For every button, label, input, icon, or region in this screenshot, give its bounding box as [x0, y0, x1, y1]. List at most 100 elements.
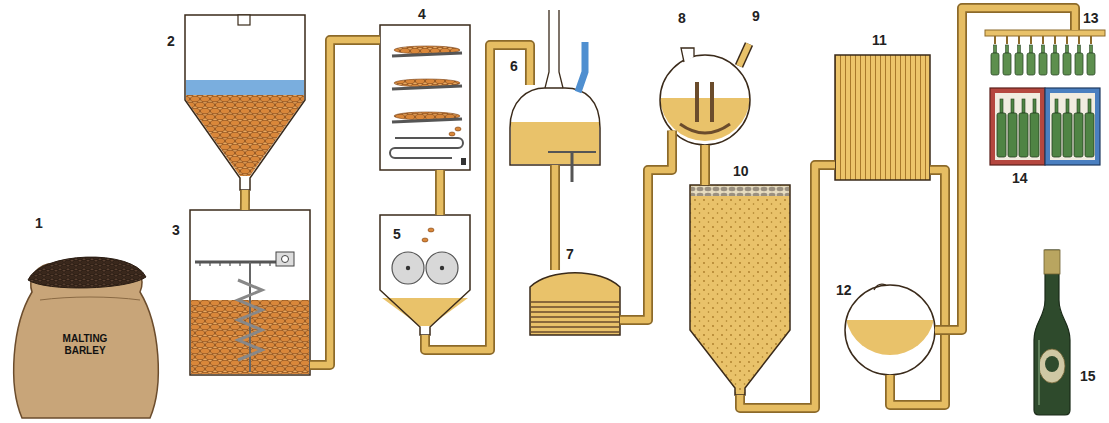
sack-label: MALTING BARLEY — [45, 333, 125, 357]
mill-drawing — [380, 215, 470, 335]
fermentation-tank-drawing — [690, 185, 790, 395]
mash-tun-drawing — [510, 88, 600, 165]
wort-kettle-drawing — [660, 44, 750, 145]
mill-drawing — [422, 238, 428, 242]
mash-tun-drawing — [571, 152, 574, 182]
beer-bottle: 15 — [1030, 250, 1075, 415]
callout-number: 5 — [393, 226, 401, 242]
malt-sack-drawing — [14, 257, 159, 418]
pipe-wall — [700, 145, 710, 185]
callout-number: 8 — [678, 10, 686, 26]
filter: 11 — [835, 55, 930, 180]
malt-sack-drawing — [28, 257, 146, 288]
pipe — [740, 165, 835, 408]
callout-number: 13 — [1083, 10, 1099, 26]
pipe-wall — [890, 170, 945, 405]
mill-drawing — [426, 252, 458, 284]
beer-crate-drawing — [1008, 99, 1017, 157]
beer-crate-drawing — [995, 93, 1040, 160]
bottling-line-drawing — [991, 45, 999, 75]
bottling-line-drawing — [1063, 45, 1071, 75]
bottling-line-drawing — [985, 30, 1105, 75]
callout-number: 12 — [836, 282, 852, 298]
fermentation-tank-drawing — [690, 185, 790, 395]
storage-tank-drawing — [845, 285, 935, 375]
kiln-drawing — [392, 53, 462, 56]
wort-kettle-drawing — [681, 48, 694, 62]
mash-tun: 6 — [510, 85, 600, 165]
pipe-liquid — [935, 8, 1075, 330]
steeping-hopper-drawing — [185, 15, 305, 190]
pipe-liquid — [620, 131, 672, 320]
beer-crate-drawing — [1074, 99, 1083, 157]
bottling-line-drawing — [1027, 45, 1035, 75]
beer-bottle-drawing — [1034, 250, 1070, 415]
pipe — [310, 40, 380, 365]
callout-number: 7 — [566, 246, 574, 262]
bottling-line-drawing — [1051, 45, 1059, 75]
pipe — [890, 170, 945, 405]
storage-tank-drawing — [846, 320, 934, 355]
malt-sack: 1MALTING BARLEY — [5, 255, 165, 418]
germination-tank-drawing — [282, 256, 289, 263]
bottling-line-drawing — [1039, 45, 1047, 75]
pipe-liquid — [425, 45, 530, 350]
beer-bottle-drawing — [1045, 356, 1059, 372]
beer-crate-drawing — [1052, 99, 1061, 157]
pipe-wall — [740, 165, 835, 408]
mill-drawing — [380, 215, 470, 335]
wort-kettle-drawing — [695, 82, 699, 122]
callout-number: 15 — [1080, 368, 1096, 384]
pipe-wall — [935, 8, 1075, 330]
wort-kettle-drawing — [680, 124, 730, 133]
beer-bottle-drawing — [1044, 250, 1060, 274]
germination-tank-drawing — [276, 252, 294, 266]
germination-tank-drawing — [190, 210, 310, 375]
storage-tank-drawing — [845, 284, 935, 375]
kiln-drawing — [455, 127, 461, 131]
callout-number: 11 — [872, 32, 887, 48]
lauter-tun-drawing — [531, 302, 619, 332]
lauter-tun-drawing — [530, 273, 620, 335]
wort-kettle-drawing — [739, 44, 749, 66]
pipe-liquid — [242, 190, 249, 210]
beer-crate-drawing — [1085, 99, 1094, 157]
callout-number: 14 — [1012, 170, 1028, 186]
steeping-hopper-drawing — [186, 95, 304, 176]
beer-crate-drawing — [1050, 93, 1095, 160]
mash-tun-drawing — [545, 10, 563, 88]
kiln-drawing — [380, 25, 470, 170]
wort-kettle: 8 — [660, 55, 750, 145]
mill: 5 — [380, 215, 470, 335]
mash-tun-drawing — [578, 42, 585, 92]
beer-bottle-drawing — [1038, 340, 1040, 405]
germination-tank-drawing — [190, 210, 310, 375]
bottling-line-drawing — [1015, 45, 1023, 75]
callout-number: 3 — [172, 222, 180, 238]
mill-drawing — [406, 266, 410, 270]
pipe — [425, 45, 530, 350]
mill-drawing — [428, 228, 434, 232]
pipe — [555, 165, 556, 270]
filter-drawing — [835, 55, 930, 180]
bottling-line-drawing — [1075, 45, 1083, 75]
bottling-line-drawing — [995, 36, 1091, 44]
steeping-hopper: 2 — [185, 15, 305, 190]
beer-crate-drawing — [990, 88, 1100, 165]
pipe-liquid — [740, 165, 835, 408]
pipe-liquid — [552, 165, 559, 270]
beer-crate: 14 — [990, 88, 1100, 165]
fermentation-tank-drawing — [690, 185, 790, 395]
lauter-tun-drawing — [530, 273, 620, 335]
fermentation-tank-drawing — [690, 185, 790, 395]
beer-crate-drawing — [1019, 99, 1028, 157]
kiln-drawing — [449, 132, 455, 136]
mill-drawing — [382, 298, 468, 326]
beer-crate-drawing — [1030, 99, 1039, 157]
fermentation-tank-drawing — [691, 186, 789, 196]
callout-number: 10 — [733, 163, 749, 179]
pipe — [440, 170, 441, 215]
pipe-liquid — [702, 145, 709, 185]
